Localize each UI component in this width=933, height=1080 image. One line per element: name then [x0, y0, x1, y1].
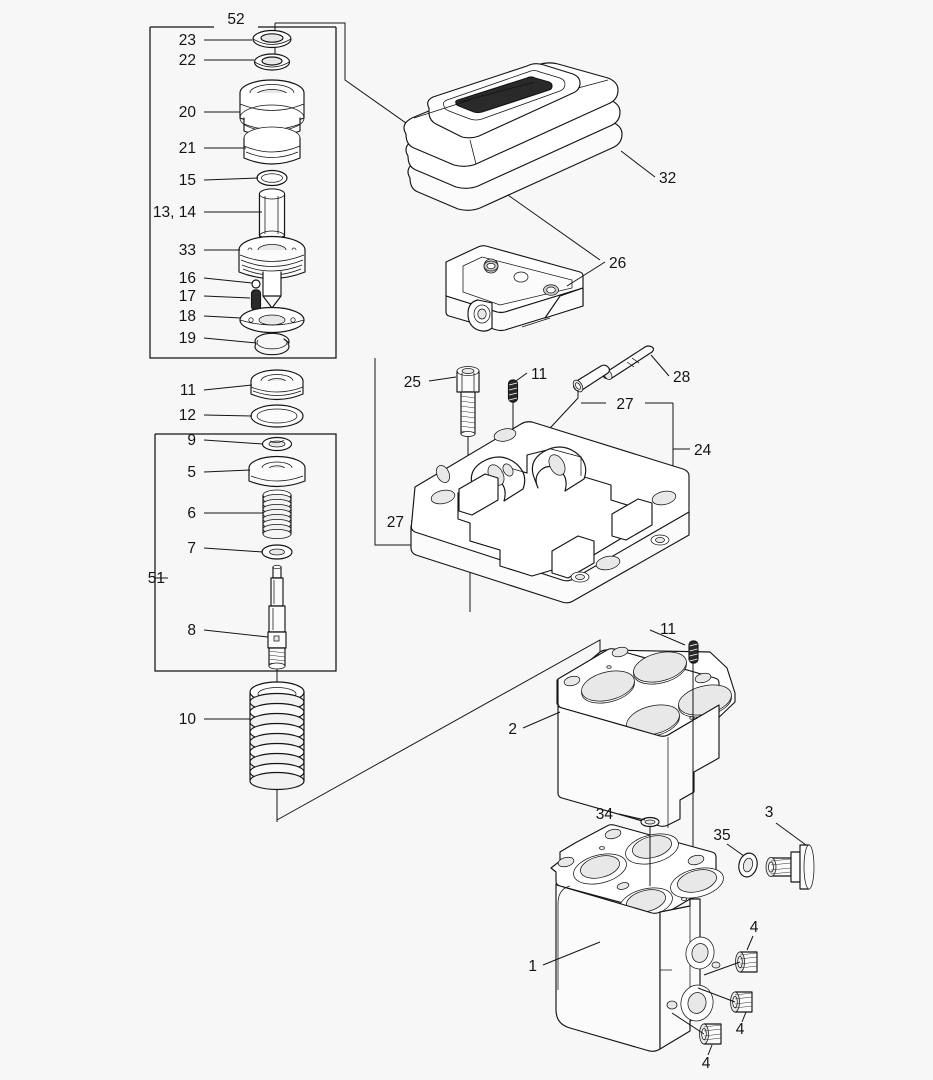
- part-3-plug-fitting: [765, 822, 815, 890]
- callout-25: 25: [404, 374, 421, 391]
- part-21-lower-housing: [243, 126, 301, 165]
- callout-20: 20: [179, 104, 197, 121]
- callout-32: 32: [659, 170, 676, 187]
- callout-17: 17: [179, 288, 196, 305]
- callout-34: 34: [596, 806, 614, 823]
- callout-11-a: 11: [180, 382, 196, 399]
- callout-9: 9: [187, 432, 196, 449]
- callout-11-b: 11: [531, 366, 547, 383]
- callout-7: 7: [187, 540, 196, 557]
- callout-4-b: 4: [736, 1021, 745, 1038]
- part-6-inner-spring: [262, 489, 292, 539]
- callout-3: 3: [765, 804, 774, 821]
- part-25-socket-head-bolt: [456, 366, 480, 502]
- part-10-main-spring: [249, 681, 305, 791]
- callout-27-b: 27: [387, 514, 404, 531]
- callout-18: 18: [179, 308, 196, 325]
- callout-11-c: 11: [660, 621, 676, 638]
- callout-28: 28: [673, 369, 690, 386]
- callout-labels: 52 23 22 20 21 15 13, 14 33 16 17 18 19 …: [148, 11, 774, 1072]
- callout-13-14: 13, 14: [153, 204, 196, 221]
- part-9-shim: [261, 436, 293, 452]
- part-34-o-ring: [618, 813, 660, 886]
- callout-33: 33: [179, 242, 196, 259]
- callout-8: 8: [187, 622, 196, 639]
- part-17-small-spring: [250, 289, 262, 311]
- callout-2: 2: [508, 721, 517, 738]
- callout-4-c: 4: [702, 1055, 711, 1072]
- part-4-set-screw-b: [697, 987, 753, 1023]
- callout-19: 19: [179, 330, 196, 347]
- callout-12: 12: [179, 407, 196, 424]
- callout-6: 6: [187, 505, 196, 522]
- callout-26: 26: [609, 255, 626, 272]
- callout-10: 10: [179, 711, 197, 728]
- part-32-rubber-boot: [403, 62, 623, 211]
- part-26-retainer-plate: [445, 245, 584, 332]
- part-12-o-ring-large: [250, 404, 304, 428]
- callout-4-a: 4: [750, 919, 759, 936]
- callout-22: 22: [179, 52, 196, 69]
- callout-23: 23: [179, 32, 196, 49]
- callout-27-a: 27: [616, 396, 633, 413]
- group-frame-52: [149, 26, 337, 359]
- callout-16: 16: [179, 270, 196, 287]
- part-7-washer: [261, 544, 293, 560]
- part-4-set-screw-c: [671, 1012, 722, 1056]
- callout-24: 24: [694, 442, 712, 459]
- callout-15: 15: [179, 172, 196, 189]
- callout-21: 21: [179, 140, 196, 157]
- part-24-bracket-plate-assembly: [410, 421, 690, 604]
- part-22-seal-ring: [253, 53, 291, 71]
- part-16-ball: [251, 279, 261, 289]
- part-35-o-ring-plug: [726, 843, 758, 878]
- part-18-washer-plate: [239, 306, 305, 334]
- part-15-o-ring: [256, 169, 288, 187]
- callout-35: 35: [713, 827, 730, 844]
- part-11-bushing-seat: [250, 369, 304, 401]
- part-8-push-rod: [267, 564, 287, 670]
- part-1-lower-valve-body: [550, 824, 724, 1052]
- part-5-spring-seat: [248, 455, 306, 488]
- part-33-seal-stack: [238, 235, 306, 309]
- group-frame-51: [154, 433, 337, 672]
- part-23-retaining-ring: [252, 29, 292, 49]
- callout-5: 5: [187, 464, 196, 481]
- part-2-upper-valve-body: [556, 646, 736, 828]
- part-4-set-screw-a: [703, 935, 758, 976]
- callout-52: 52: [227, 11, 244, 28]
- part-19-snap-ring: [254, 332, 290, 356]
- callout-51: 51: [148, 570, 165, 587]
- callout-1: 1: [528, 958, 537, 975]
- leader-lines: [203, 39, 670, 966]
